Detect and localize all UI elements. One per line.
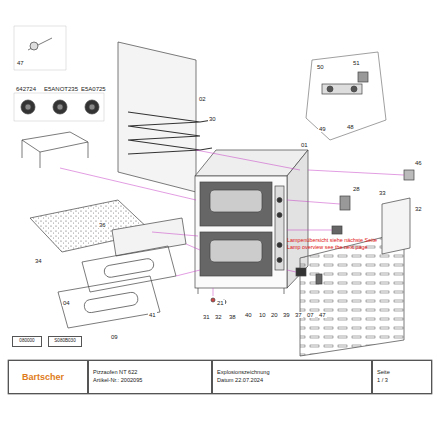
callout-number: 37 <box>294 312 303 318</box>
side-panel <box>296 170 414 356</box>
callout-number: 28 <box>352 186 361 192</box>
cell-heading: S080B030 <box>53 338 77 344</box>
callout-number: 40 <box>244 312 253 318</box>
heating-element <box>128 112 212 154</box>
callout-number: 01 <box>300 142 309 148</box>
callout-number: 34 <box>34 258 43 264</box>
callout-number: 07 <box>306 312 315 318</box>
callout-number: 32 <box>214 314 223 320</box>
callout-number: 04 <box>62 300 71 306</box>
drawing-cell: ExplosionszeichnungDatum 22.07.2024 <box>212 360 372 394</box>
callout-number: 642724 <box>15 86 37 92</box>
part-box: S080B030 <box>48 336 82 347</box>
cell-heading: Seite <box>377 369 427 377</box>
callout-number: 48 <box>346 124 355 130</box>
door-parts <box>58 218 186 328</box>
callout-number: 32 <box>414 206 423 212</box>
callout-number: 10 <box>258 312 267 318</box>
probe <box>14 26 66 70</box>
callout-number: 39 <box>282 312 291 318</box>
cell-heading: Pizzaofen NT 622 <box>93 369 207 377</box>
note-text: Lamp overview see the next page <box>286 245 369 250</box>
cell-text: 1 / 3 <box>377 377 427 385</box>
cell-heading: Bartscher <box>13 371 83 383</box>
callout-number: 20 <box>270 312 279 318</box>
callout-number: 49 <box>318 126 327 132</box>
back-panel <box>118 42 196 192</box>
oven-parts <box>14 26 414 356</box>
callout-number: 02 <box>198 96 207 102</box>
callout-number: 36 <box>98 222 107 228</box>
callout-number: 33 <box>378 190 387 196</box>
callout-number: 51 <box>352 60 361 66</box>
callout-number: 38 <box>228 314 237 320</box>
note-text: Lampenübersicht siehe nächste Seite <box>286 238 378 243</box>
callout-number: 46 <box>414 160 423 166</box>
leader-lines <box>60 150 404 296</box>
cell-text: Datum 22.07.2024 <box>217 377 367 385</box>
logo-cell: Bartscher <box>8 360 88 394</box>
callout-number: E5ANOT235 <box>43 86 79 92</box>
cell-heading: Explosionszeichnung <box>217 369 367 377</box>
callout-number: 47 <box>318 312 327 318</box>
bracket <box>22 132 88 168</box>
callout-number: 47 <box>16 60 25 66</box>
title-block-lines <box>8 360 432 394</box>
callout-number: 41 <box>148 312 157 318</box>
oven-housing <box>195 150 308 294</box>
inset-detail <box>306 52 386 140</box>
callout-number: 31 <box>202 314 211 320</box>
callout-number: 09 <box>110 334 119 340</box>
page-cell: Seite1 / 3 <box>372 360 432 394</box>
callout-number: 30 <box>208 116 217 122</box>
knobs <box>14 93 104 121</box>
part-box: 080000 <box>12 336 42 347</box>
callout-number: 50 <box>316 64 325 70</box>
cell-heading: 080000 <box>17 338 37 344</box>
cell-text: Artikel-Nr.: 2002095 <box>93 377 207 385</box>
callout-number: 21 <box>216 300 225 306</box>
callout-number: E5A0725 <box>80 86 107 92</box>
product-cell: Pizzaofen NT 622Artikel-Nr.: 2002095 <box>88 360 212 394</box>
